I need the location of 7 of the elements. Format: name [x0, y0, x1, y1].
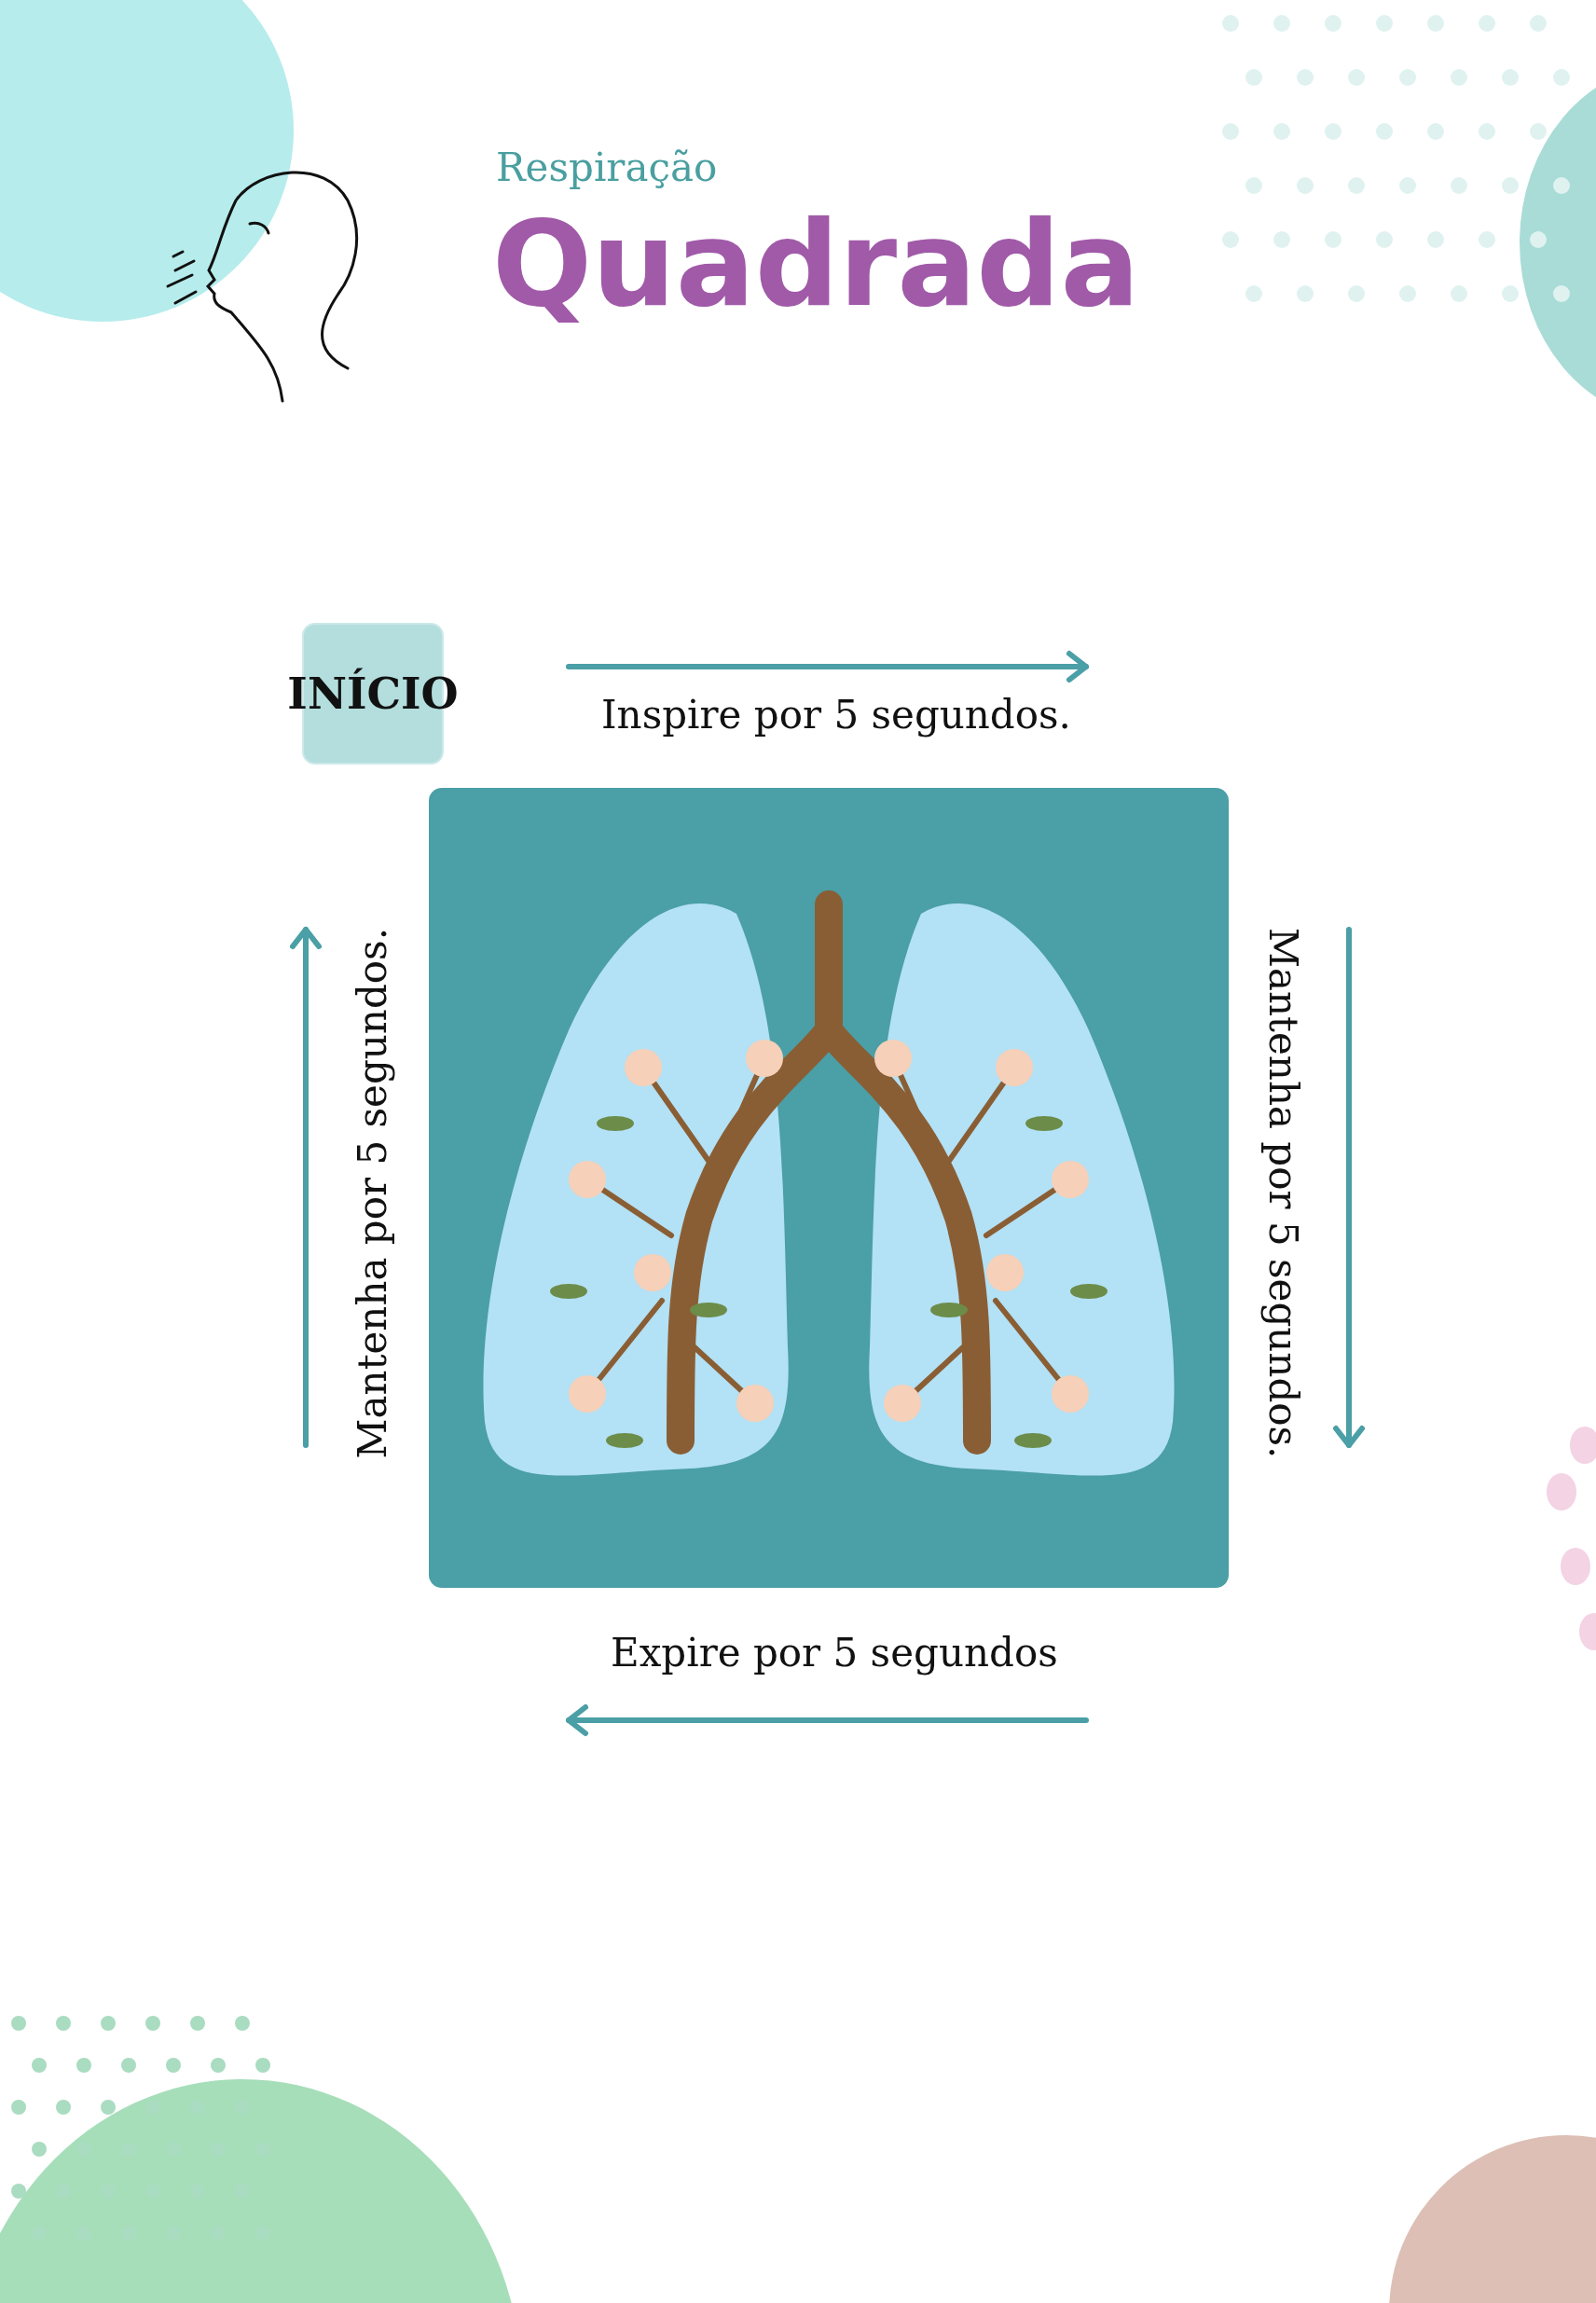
step-label: Mantenha por 5 segundos.	[350, 928, 395, 1459]
title: Quadrada	[492, 196, 1140, 333]
step-label: Expire por 5 segundos	[611, 1630, 1058, 1676]
step-label: Inspire por 5 segundos.	[601, 692, 1071, 738]
start-label: INÍCIO	[287, 669, 459, 719]
step-label: Mantenha por 5 segundos.	[1260, 928, 1306, 1459]
subtitle: Respiração	[496, 145, 718, 190]
